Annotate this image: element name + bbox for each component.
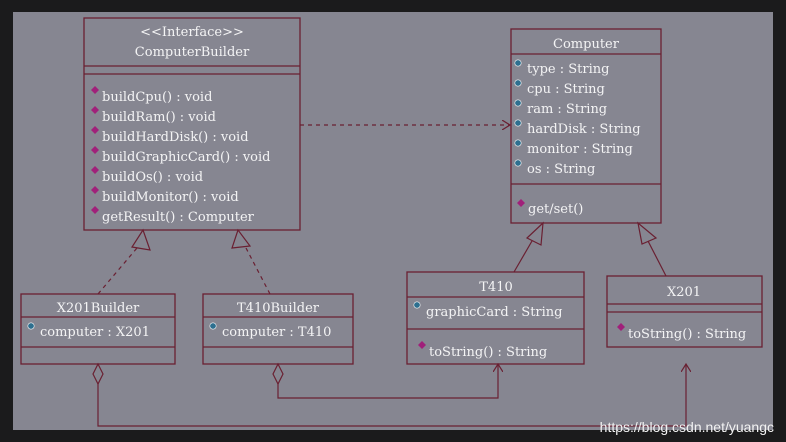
attribute-icon — [209, 322, 217, 330]
t410-builder-attribute: computer : T410 — [222, 325, 331, 340]
computer-attribute: cpu : String — [527, 82, 605, 97]
realization-line — [97, 247, 138, 295]
inheritance-arrowhead — [637, 221, 658, 245]
method-icon — [91, 106, 99, 114]
class-t410-builder: T410Builder computer : T410 — [202, 293, 354, 365]
attribute-icon — [514, 59, 522, 67]
computer-builder-method: buildCpu() : void — [102, 90, 212, 105]
class-x201: X201 toString() : String — [606, 275, 763, 348]
computer-attribute: monitor : String — [527, 142, 633, 157]
method-icon — [617, 323, 625, 331]
attribute-icon — [27, 322, 35, 330]
aggregation-line — [97, 364, 686, 427]
x201-builder-name: X201Builder — [57, 301, 140, 316]
computer-builder-method: buildRam() : void — [102, 110, 216, 125]
method-icon — [91, 126, 99, 134]
x201-builder-attribute: computer : X201 — [40, 325, 150, 340]
aggregation-line — [277, 364, 498, 399]
attribute-icon — [514, 99, 522, 107]
computer-builder-method: buildMonitor() : void — [102, 190, 239, 205]
x201-method: toString() : String — [628, 327, 746, 342]
aggregation-diamond — [272, 362, 284, 386]
computer-attribute: hardDisk : String — [527, 122, 641, 137]
computer-builder-stereotype: <<Interface>> — [140, 25, 244, 40]
watermark: https://blog.csdn.net/yuangc — [599, 419, 774, 435]
t410-name: T410 — [479, 280, 512, 295]
inheritance-line — [647, 240, 667, 277]
attribute-icon — [514, 139, 522, 147]
computer-builder-method: buildOs() : void — [102, 170, 203, 185]
class-computer: Computer type : String cpu : String ram … — [510, 28, 662, 224]
realization-line — [245, 247, 271, 295]
method-icon — [517, 199, 525, 207]
attribute-icon — [413, 301, 421, 309]
computer-name: Computer — [553, 37, 620, 52]
class-t410: T410 graphicCard : String toString() : S… — [406, 271, 585, 365]
inheritance-arrowhead — [525, 221, 544, 246]
computer-builder-method: buildHardDisk() : void — [102, 130, 249, 145]
method-icon — [91, 146, 99, 154]
method-icon — [418, 341, 426, 349]
method-icon — [91, 186, 99, 194]
computer-attribute: type : String — [527, 62, 609, 77]
computer-builder-method: buildGraphicCard() : void — [102, 150, 271, 165]
t410-builder-name: T410Builder — [237, 301, 320, 316]
computer-attribute: ram : String — [527, 102, 607, 117]
x201-name: X201 — [667, 285, 701, 300]
diagram-canvas — [13, 12, 773, 430]
realization-arrowhead — [130, 228, 151, 251]
computer-builder-method: getResult() : Computer — [102, 210, 255, 225]
aggregation-diamond — [92, 362, 104, 386]
method-icon — [91, 86, 99, 94]
realization-arrowhead — [231, 228, 252, 249]
attribute-icon — [514, 79, 522, 87]
class-computer-builder: <<Interface>> ComputerBuilder buildCpu()… — [83, 17, 301, 231]
computer-builder-name: ComputerBuilder — [135, 45, 250, 60]
method-icon — [91, 166, 99, 174]
t410-attribute: graphicCard : String — [426, 305, 563, 320]
method-icon — [91, 206, 99, 214]
class-x201-builder: X201Builder computer : X201 — [20, 293, 176, 365]
computer-method: get/set() — [528, 202, 583, 217]
attribute-icon — [514, 119, 522, 127]
inheritance-line — [513, 240, 533, 273]
t410-method: toString() : String — [429, 345, 547, 360]
attribute-icon — [514, 159, 522, 167]
computer-attribute: os : String — [527, 162, 595, 177]
